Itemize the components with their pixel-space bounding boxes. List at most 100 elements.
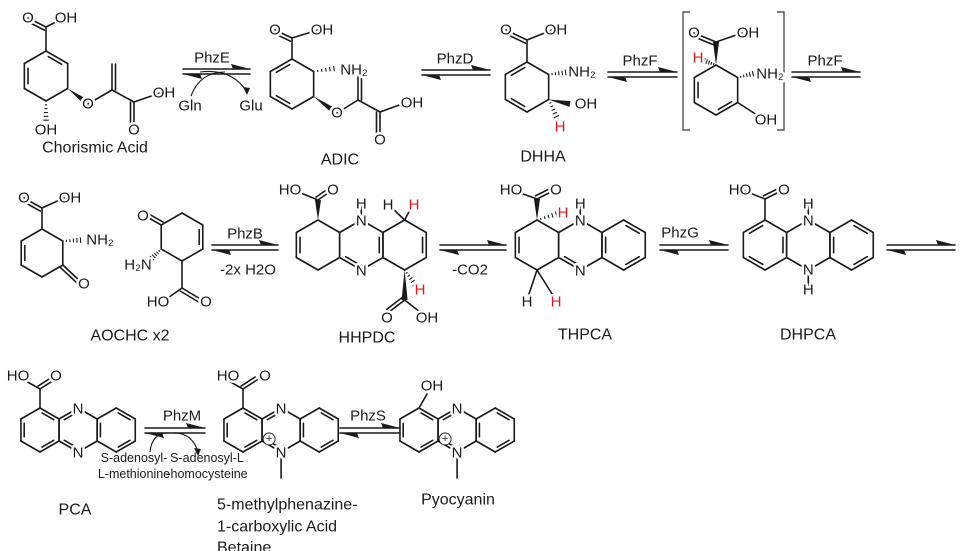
- arrowhead-forward: [186, 423, 205, 428]
- arrowhead-forward: [381, 423, 400, 428]
- bond: [39, 407, 60, 420]
- bond: [850, 219, 875, 234]
- bond: [266, 412, 280, 421]
- bond: [20, 264, 43, 278]
- atom-label: H: [803, 196, 814, 213]
- bond: [536, 269, 555, 298]
- hash-bond: [329, 66, 331, 72]
- bond: [58, 440, 79, 453]
- hash-bond: [149, 255, 155, 261]
- hash-bond: [552, 111, 558, 115]
- atom-label: O: [550, 182, 562, 199]
- compound-name-adic: ADIC: [321, 152, 359, 169]
- bond: [20, 407, 41, 420]
- bond: [536, 256, 560, 271]
- bond: [418, 407, 439, 420]
- compound-name-chorismic-acid: Chorismic Acid: [42, 140, 148, 157]
- arrowhead-reverse: [145, 433, 164, 438]
- atom-label: O: [128, 122, 140, 139]
- enzyme-label-phzf-2: PhzF: [807, 53, 842, 70]
- atom-label: NH₂: [340, 62, 368, 79]
- bond: [23, 197, 43, 209]
- bond: [853, 224, 869, 235]
- cofactor-glu: Glu: [239, 98, 262, 115]
- bond: [242, 379, 258, 390]
- hash-bond: [751, 70, 755, 77]
- bond: [601, 219, 625, 234]
- positive-charge: +: [266, 433, 272, 445]
- atom-label: H: [409, 197, 420, 214]
- bond: [715, 101, 739, 116]
- bond: [45, 50, 69, 65]
- bond: [115, 440, 137, 453]
- bond: [160, 248, 183, 262]
- atom-label: HO: [279, 182, 302, 199]
- compound-name-mpcba-line-3: Betaine: [217, 540, 271, 551]
- bond: [622, 219, 647, 234]
- atom-label: OH: [421, 378, 444, 395]
- bond: [762, 187, 781, 197]
- arrowhead-reverse: [183, 74, 202, 79]
- atom-label: N: [276, 401, 287, 418]
- hash-bond: [705, 59, 708, 65]
- bond: [693, 32, 717, 43]
- bond: [456, 440, 477, 453]
- bond: [269, 95, 293, 110]
- atom-label: O: [374, 132, 386, 149]
- bond: [420, 412, 434, 421]
- bond: [58, 407, 79, 420]
- bond-layer: [20, 11, 875, 479]
- wedge-bond: [313, 96, 336, 114]
- bond: [117, 412, 131, 421]
- bond: [557, 256, 582, 271]
- arrowhead-reverse: [660, 250, 679, 255]
- atom-label: H: [415, 282, 426, 299]
- bond: [320, 412, 334, 421]
- bond: [344, 255, 360, 266]
- bond: [748, 255, 764, 266]
- hash-bond: [543, 216, 546, 220]
- bond: [764, 219, 788, 234]
- bond: [388, 299, 406, 313]
- bond: [275, 63, 291, 74]
- bond: [526, 61, 550, 76]
- bond: [117, 439, 131, 448]
- atom-label: N: [356, 213, 367, 230]
- atom-label: OH: [55, 10, 78, 27]
- hash-bond: [553, 114, 560, 119]
- hash-bond: [540, 217, 542, 220]
- bond: [563, 255, 579, 266]
- arrowhead-reverse: [792, 77, 811, 82]
- atom-label: O: [82, 96, 94, 113]
- atom-label: O: [50, 368, 62, 385]
- atom-label: O: [78, 276, 90, 293]
- bond: [382, 219, 406, 234]
- atom-label: N: [575, 263, 586, 280]
- bond: [77, 440, 98, 453]
- bond: [715, 64, 739, 79]
- bond: [399, 407, 420, 420]
- bond: [37, 376, 53, 387]
- bond: [399, 440, 420, 453]
- cofactor-sam-line-2: L-methionine: [98, 467, 170, 481]
- hash-bond: [561, 70, 564, 76]
- bond: [403, 205, 413, 221]
- bond: [579, 219, 603, 234]
- arrowhead-forward: [709, 240, 728, 245]
- bond: [280, 407, 301, 420]
- atom-label: OH: [416, 310, 439, 327]
- cofactor-curved-arrow: [149, 432, 171, 453]
- wedge-bond: [67, 88, 88, 105]
- bond: [504, 61, 528, 76]
- atom-label: H: [575, 196, 586, 213]
- compound-name-mpcba-line-2: 1-carboxylic Acid: [217, 519, 337, 536]
- compound-name-hhpdc: HHPDC: [339, 330, 396, 347]
- atom-label: N: [575, 213, 586, 230]
- bond: [299, 407, 321, 420]
- bond: [357, 99, 381, 113]
- hash-bond: [554, 211, 558, 217]
- bond: [526, 98, 550, 113]
- bond: [514, 256, 538, 271]
